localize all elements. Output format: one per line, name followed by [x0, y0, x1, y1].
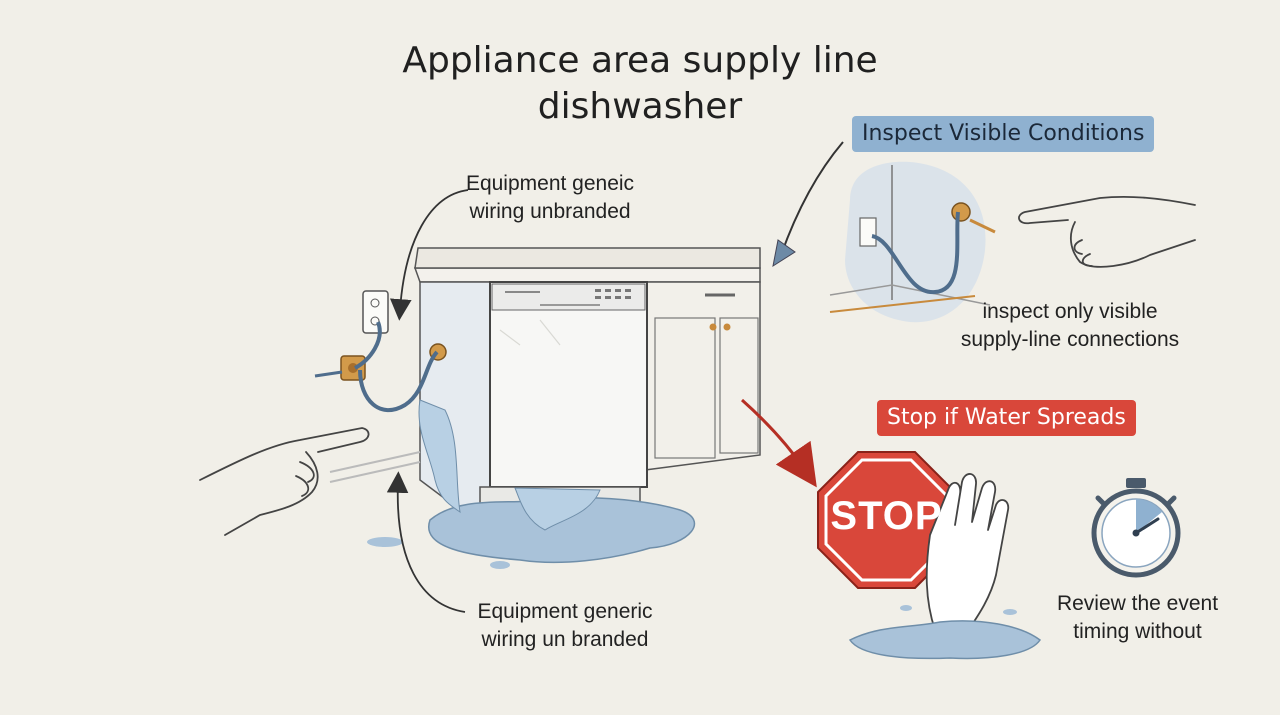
stop-heading: Stop if Water Spreads: [877, 400, 1136, 436]
callout-bottom-line-2: wiring un branded: [481, 628, 649, 651]
callout-top-wiring: Equipment geneic wiring unbranded: [440, 170, 660, 226]
pointing-hand-icon: [199, 427, 370, 536]
inspect-closeup: [829, 161, 996, 323]
callout-bottom-line-1: Equipment generic: [477, 600, 653, 623]
inspect-caption-line-2: supply-line connections: [960, 328, 1180, 351]
stopwatch-icon: [1091, 478, 1181, 578]
callout-top-line-1: Equipment geneic: [465, 172, 635, 195]
diagram-title: Appliance area supply line dishwasher: [340, 38, 940, 130]
title-line-1: Appliance area supply line: [402, 40, 878, 81]
title-line-2: dishwasher: [537, 86, 743, 127]
inspect-arrow: [779, 141, 844, 259]
callout-arrow-bottom: [386, 471, 466, 613]
supply-hose: [353, 321, 382, 370]
stop-sign-icon: [817, 451, 956, 589]
timer-caption: Review the event timing without: [1030, 590, 1245, 646]
inspect-caption: inspect only visible supply-line connect…: [935, 298, 1205, 354]
stop-arrow: [741, 398, 817, 488]
callout-arrow-top: [390, 189, 469, 321]
raised-hand-icon: [925, 473, 1010, 636]
timer-caption-line-1: Review the event: [1056, 592, 1219, 615]
timer-caption-line-2: timing without: [1073, 620, 1202, 643]
inspect-caption-line-1: inspect only visible: [982, 300, 1158, 323]
stop-sign-text: STOP: [830, 494, 943, 538]
water-puddle-icon: [367, 399, 696, 569]
dishwasher-icon: [479, 281, 648, 510]
callout-bottom-wiring: Equipment generic wiring un branded: [455, 598, 675, 654]
outlet-icon: [362, 290, 389, 334]
callout-top-line-2: wiring unbranded: [469, 200, 631, 223]
pointing-hand-icon: [1018, 195, 1196, 268]
water-puddle-icon: [848, 605, 1042, 660]
inspect-heading: Inspect Visible Conditions: [852, 116, 1155, 152]
